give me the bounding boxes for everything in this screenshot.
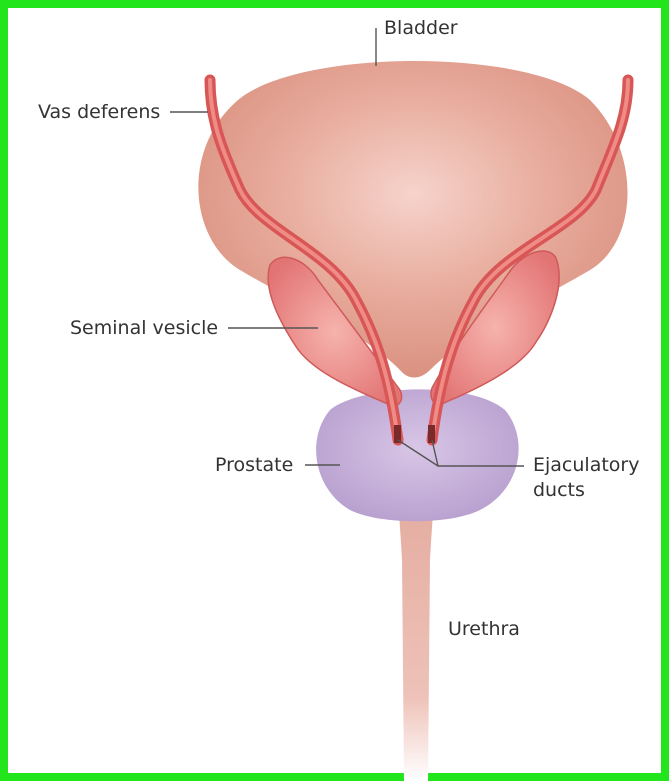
vas-deferens-label: Vas deferens (38, 101, 160, 123)
ejaculatory-ducts-label-line1: Ejaculatory (533, 454, 639, 476)
urethra-label: Urethra (448, 618, 520, 640)
ejaculatory-duct-left (394, 425, 401, 443)
bladder-label: Bladder (384, 17, 458, 39)
seminal-vesicle-label: Seminal vesicle (70, 317, 218, 339)
prostate-label: Prostate (215, 454, 293, 476)
ejaculatory-ducts-label-line2: ducts (533, 479, 585, 501)
prostate-shape (316, 389, 519, 521)
